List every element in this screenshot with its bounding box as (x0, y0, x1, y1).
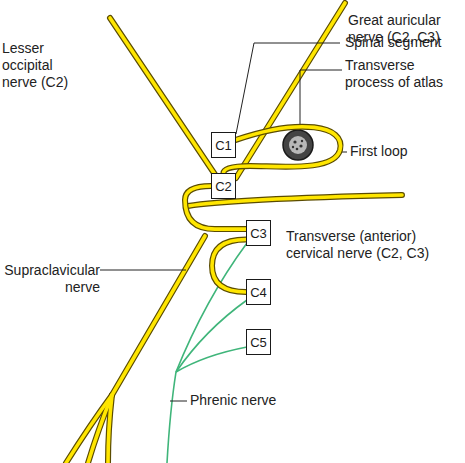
segment-label: C2 (215, 180, 232, 193)
spinal-segment-box: C3 (246, 220, 271, 246)
segment-label: C1 (215, 139, 232, 152)
nerve-loop (212, 240, 246, 293)
nerve-label: Transverse (anterior) cervical nerve (C2… (286, 228, 456, 262)
segment-label: C4 (250, 286, 267, 299)
nerve-label: Spinal segment (345, 34, 465, 51)
spinal-segment-box: C5 (246, 329, 271, 355)
nerve-loop (224, 127, 341, 173)
loop-outline (212, 240, 246, 293)
segment-label: C5 (250, 336, 267, 349)
loop-outline (224, 127, 341, 173)
atlas-transverse-process (283, 130, 313, 160)
nerve-label: First loop (350, 143, 450, 160)
nerve-label: Supraclavicular nerve (0, 262, 100, 296)
spinal-segment-box: C2 (211, 173, 236, 199)
phrenic-nerve-roots (167, 243, 247, 463)
leader-lines (100, 43, 347, 401)
nerve-label: Phrenic nerve (190, 392, 300, 409)
loop-fill (212, 240, 246, 293)
loop-fill (224, 127, 341, 173)
nerve-label: Lesser occipital nerve (C2) (2, 40, 77, 91)
segment-label: C3 (250, 227, 267, 240)
spinal-segment-box: C1 (211, 132, 236, 158)
spinal-segment-box: C4 (246, 279, 271, 305)
nerve-label: Transverse process of atlas (345, 57, 457, 91)
